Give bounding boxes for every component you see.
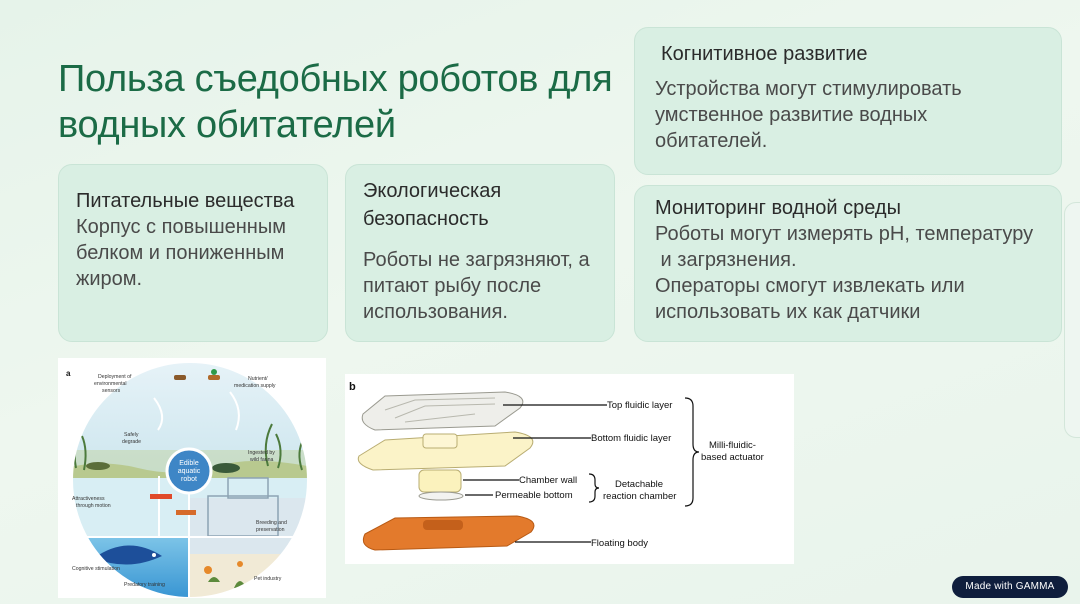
figure-a-label-attractive-2: through motion: [76, 503, 111, 509]
figure-b-label-top-layer: Top fluidic layer: [607, 400, 672, 411]
figure-a-label-deployment-2: environmental: [94, 381, 127, 387]
figure-a-label-cognitive: Cognitive stimulation: [72, 566, 120, 572]
figure-a-label-pet: Pet industry: [254, 576, 282, 582]
figure-a-label-predatory: Predatory training: [124, 582, 165, 588]
slide-title: Польза съедобных роботов для водных обит…: [58, 58, 613, 146]
figure-a-label-safely-1: Safely: [124, 432, 139, 438]
figure-a-label-ingested-2: wild fauna: [250, 457, 273, 463]
card-ecology: Экологическая безопасность Роботы не заг…: [345, 164, 615, 342]
figure-b-label-detach-1: Detachable: [615, 479, 663, 490]
card-nutrients-title: Питательные вещества: [76, 190, 295, 212]
bottom-fluidic-layer-shape: [357, 431, 534, 471]
figure-a-label-nutrient-2: medication supply: [234, 383, 276, 389]
card-monitoring-line-1: Роботы могут измерять pH, температуру: [655, 223, 1034, 245]
figure-b-label-actuator-2: based actuator: [701, 452, 764, 463]
robot-icon: [176, 510, 196, 515]
figure-b-diagram: b Top fluidic layer Bottom fluidic layer…: [345, 374, 794, 564]
medication-icon: [211, 369, 217, 375]
figure-a-center-label-1: Edible: [179, 460, 199, 467]
permeable-bottom-shape: [418, 491, 464, 501]
figure-a-illustration: Edible aquatic robot a Deployment of env…: [58, 358, 326, 598]
card-cognitive: Когнитивное развитие Устройства могут ст…: [634, 27, 1062, 175]
card-monitoring: Мониторинг водной среды Роботы могут изм…: [634, 185, 1062, 342]
figure-b-label-bottom-layer: Bottom fluidic layer: [591, 433, 671, 444]
figure-b-svg: b Top fluidic layer Bottom fluidic layer…: [349, 381, 764, 551]
robot-icon: [208, 375, 220, 380]
figure-a-center-label-3: robot: [181, 476, 197, 483]
card-monitoring-line-4: использовать их как датчики: [655, 301, 921, 323]
card-monitoring-line-3: Операторы смогут извлекать или: [655, 275, 965, 297]
robot-icon: [150, 494, 172, 499]
card-cognitive-body: Устройства могут стимулировать умственно…: [655, 78, 962, 152]
figure-a-label-deployment-1: Deployment of: [98, 374, 132, 380]
figure-b-label-detach-2: reaction chamber: [603, 491, 676, 502]
figure-b-label-actuator-1: Milli-fluidic-: [709, 440, 756, 451]
figure-b-label-floating: Floating body: [591, 538, 648, 549]
figure-a-label-deployment-3: sensors: [102, 388, 121, 394]
figure-a-label-breeding-2: preservation: [256, 527, 285, 533]
made-with-gamma-badge[interactable]: Made with GAMMA: [952, 576, 1068, 598]
card-monitoring-line-2: и загрязнения.: [655, 249, 797, 271]
figure-a-panel-label: a: [66, 369, 71, 378]
card-ecology-body: Роботы не загрязняют, а питают рыбу посл…: [363, 249, 590, 323]
card-cognitive-title: Когнитивное развитие: [661, 43, 868, 65]
figure-a-center-label-2: aquatic: [178, 468, 201, 475]
robot-icon: [174, 375, 186, 380]
figure-a-label-ingested-1: Ingested by: [248, 450, 275, 456]
figure-a-label-safely-2: degrade: [122, 439, 141, 445]
figure-a-svg: Edible aquatic robot a Deployment of env…: [66, 361, 309, 598]
figure-b-panel-label: b: [349, 381, 356, 393]
figure-b-label-permeable: Permeable bottom: [495, 490, 573, 501]
floating-body-shape: [362, 515, 535, 551]
card-nutrients-body: Корпус с повышенным белком и пониженным …: [76, 216, 286, 290]
card-monitoring-title: Мониторинг водной среды: [655, 197, 901, 219]
figure-b-label-chamber-wall: Chamber wall: [519, 475, 577, 486]
offscreen-card-edge: [1064, 202, 1080, 438]
chamber-wall-shape: [418, 469, 462, 493]
card-nutrients: Питательные вещества Корпус с повышенным…: [58, 164, 328, 342]
card-ecology-title: Экологическая безопасность: [363, 180, 502, 230]
figure-a-label-breeding-1: Breeding and: [256, 520, 287, 526]
figure-a-label-attractive-1: Attractiveness: [72, 496, 105, 502]
figure-a-label-nutrient-1: Nutrient/: [248, 376, 268, 382]
top-fluidic-layer-shape: [361, 391, 524, 431]
